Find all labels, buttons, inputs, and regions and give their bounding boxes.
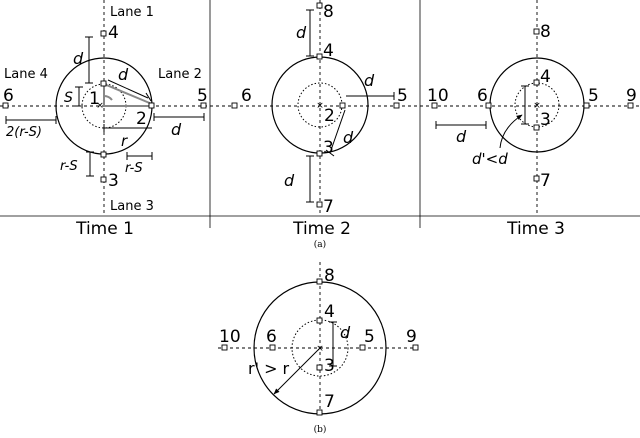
svg-text:×: ×	[316, 344, 324, 354]
node-label: 2	[136, 109, 147, 129]
lane-4-label: Lane 4	[4, 67, 48, 82]
node-label: 1	[89, 89, 100, 109]
dist-label: 2(r-S)	[6, 125, 42, 140]
dist-label: r' > r	[248, 359, 290, 378]
node-label: 5	[588, 86, 599, 106]
lane-2-label: Lane 2	[158, 67, 202, 82]
dist-label: r-S	[60, 159, 78, 174]
panel-b-node-labels: 3 4 5 6 7 8 9 10	[219, 266, 417, 412]
dist-label: d	[343, 128, 354, 147]
node-label: 3	[324, 356, 335, 376]
panel-b-distance-labels: d r' > r	[248, 323, 351, 378]
time3-distance-labels: d d'<d	[456, 127, 508, 168]
time1-node-labels: 1 2 3 4 5 6	[3, 23, 208, 191]
time2-node-labels: 2 3 4 5 6 7 8	[241, 2, 408, 217]
time2-diagram: × 2 3 4 5 6 7 8 d d d	[210, 0, 420, 239]
node-label: 3	[108, 171, 119, 191]
node-label: 3	[323, 138, 334, 158]
node-label: 6	[3, 86, 14, 106]
time3-node-labels: 3 4 5 6 7 8 9 10	[427, 22, 637, 191]
svg-text:×: ×	[533, 101, 541, 111]
lane-3-label: Lane 3	[110, 199, 154, 214]
node-label: 4	[108, 23, 119, 43]
panel-b-diagram: × 3 4 5 6 7 8 9 10 d r' > r	[218, 262, 419, 418]
node-label: 9	[626, 86, 637, 106]
node-label: 7	[540, 171, 551, 191]
caption-a: (a)	[314, 239, 326, 250]
time3-diagram: × 3 4 5 6 7 8 9 10 d d'<d	[420, 0, 640, 239]
node-label: 7	[324, 392, 335, 412]
time3-label: Time 3	[506, 219, 565, 239]
dist-label: d	[340, 323, 351, 342]
node-label: 7	[323, 197, 334, 217]
node-label: 10	[219, 327, 241, 347]
node-label: 9	[406, 327, 417, 347]
node-label: 6	[266, 327, 277, 347]
node-label: 5	[197, 86, 208, 106]
node-label: 3	[540, 110, 551, 130]
dist-label: d	[284, 171, 295, 190]
node-label: 5	[364, 327, 375, 347]
time2-label: Time 2	[292, 219, 351, 239]
dist-label: r-S	[125, 161, 143, 176]
dist-label: d	[118, 65, 129, 84]
time2-distance-labels: d d d d	[284, 23, 375, 190]
node-label: 8	[323, 2, 334, 22]
dist-label: d	[171, 120, 182, 139]
node-label: 8	[540, 22, 551, 42]
node-label: 6	[241, 86, 252, 106]
node-label: 4	[540, 67, 551, 87]
dist-label: d'<d	[472, 150, 508, 168]
time1-lane-labels: Lane 1 Lane 2 Lane 3 Lane 4	[4, 5, 202, 214]
dist-label: d	[73, 49, 84, 68]
dist-label: d	[296, 23, 307, 42]
panel-frame	[0, 0, 640, 228]
node-label: 4	[324, 302, 335, 322]
time1-label: Time 1	[75, 219, 134, 239]
time1-diagram: × Lane 1 Lane 2 Lane 3 Lane 4	[0, 0, 210, 239]
lane-1-label: Lane 1	[110, 5, 154, 20]
dist-label: S	[64, 90, 73, 106]
dist-label: d	[456, 127, 467, 146]
node-label: 2	[324, 106, 335, 126]
node-label: 4	[323, 41, 334, 61]
node-label: 10	[427, 86, 449, 106]
node-label: 6	[477, 86, 488, 106]
dist-label: r	[121, 132, 128, 150]
svg-text:×: ×	[316, 101, 324, 111]
node-label: 5	[397, 86, 408, 106]
dist-label: d	[364, 71, 375, 90]
node-label: 8	[324, 266, 335, 286]
time1-distance-labels: d d d S 2(r-S) r r-S r-S	[6, 49, 182, 176]
svg-text:×: ×	[96, 101, 104, 111]
caption-b: (b)	[314, 424, 327, 435]
